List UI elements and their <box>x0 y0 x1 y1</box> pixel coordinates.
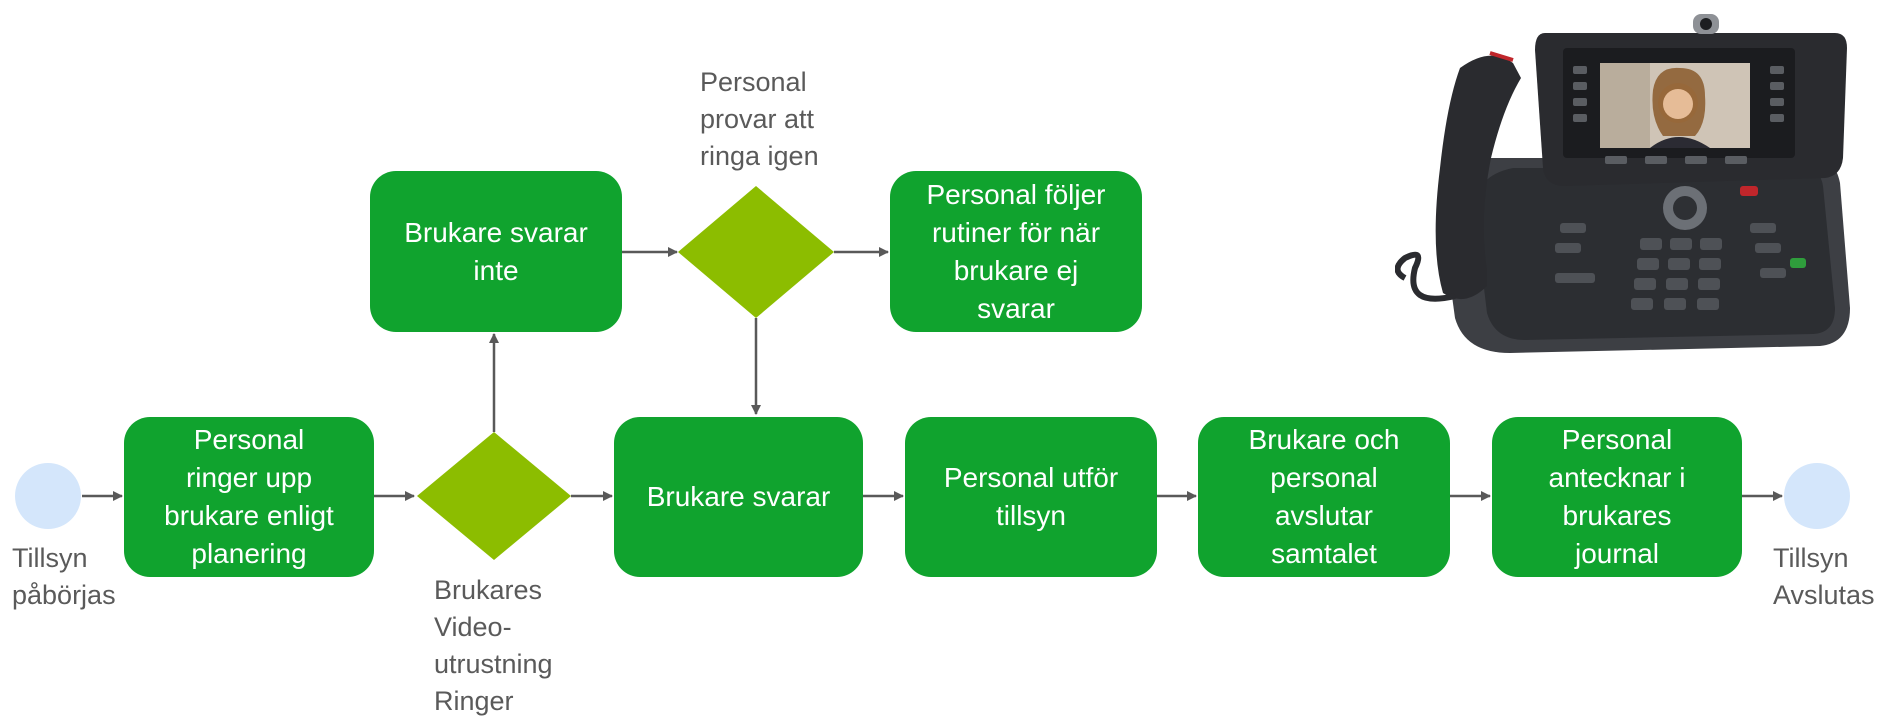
handset-cord <box>1395 251 1456 302</box>
task-brukare-svarar: Brukare svarar <box>614 417 863 577</box>
gateway-diamond-provar-igen <box>678 186 834 318</box>
video-phone-illustration <box>1395 14 1850 353</box>
task-brukare-svarar-inte: Brukare svarar inte <box>370 171 622 332</box>
task-antecknar-journal: Personal antecknar i brukares journal <box>1492 417 1742 577</box>
task-personal-utfor-tillsyn: Personal utför tillsyn <box>905 417 1157 577</box>
gateway-label-provar-igen: Personal provar att ringa igen <box>700 67 819 171</box>
start-event-label: Tillsyn påbörjas <box>12 543 116 610</box>
task-avslutar-samtalet: Brukare och personal avslutar samtalet <box>1198 417 1450 577</box>
end-event-circle <box>1784 463 1850 529</box>
end-event-label: Tillsyn Avslutas <box>1773 543 1875 610</box>
task-personal-foljer-rutiner: Personal följer rutiner för när brukare … <box>890 171 1142 332</box>
gateway-diamond-video-ringer <box>417 432 571 560</box>
start-event-circle <box>15 463 81 529</box>
task-personal-ringer-upp: Personal ringer upp brukare enligt plane… <box>124 417 374 577</box>
gateway-label-video-ringer: Brukares Video- utrustning Ringer <box>434 575 553 716</box>
camera-icon <box>1700 18 1712 30</box>
